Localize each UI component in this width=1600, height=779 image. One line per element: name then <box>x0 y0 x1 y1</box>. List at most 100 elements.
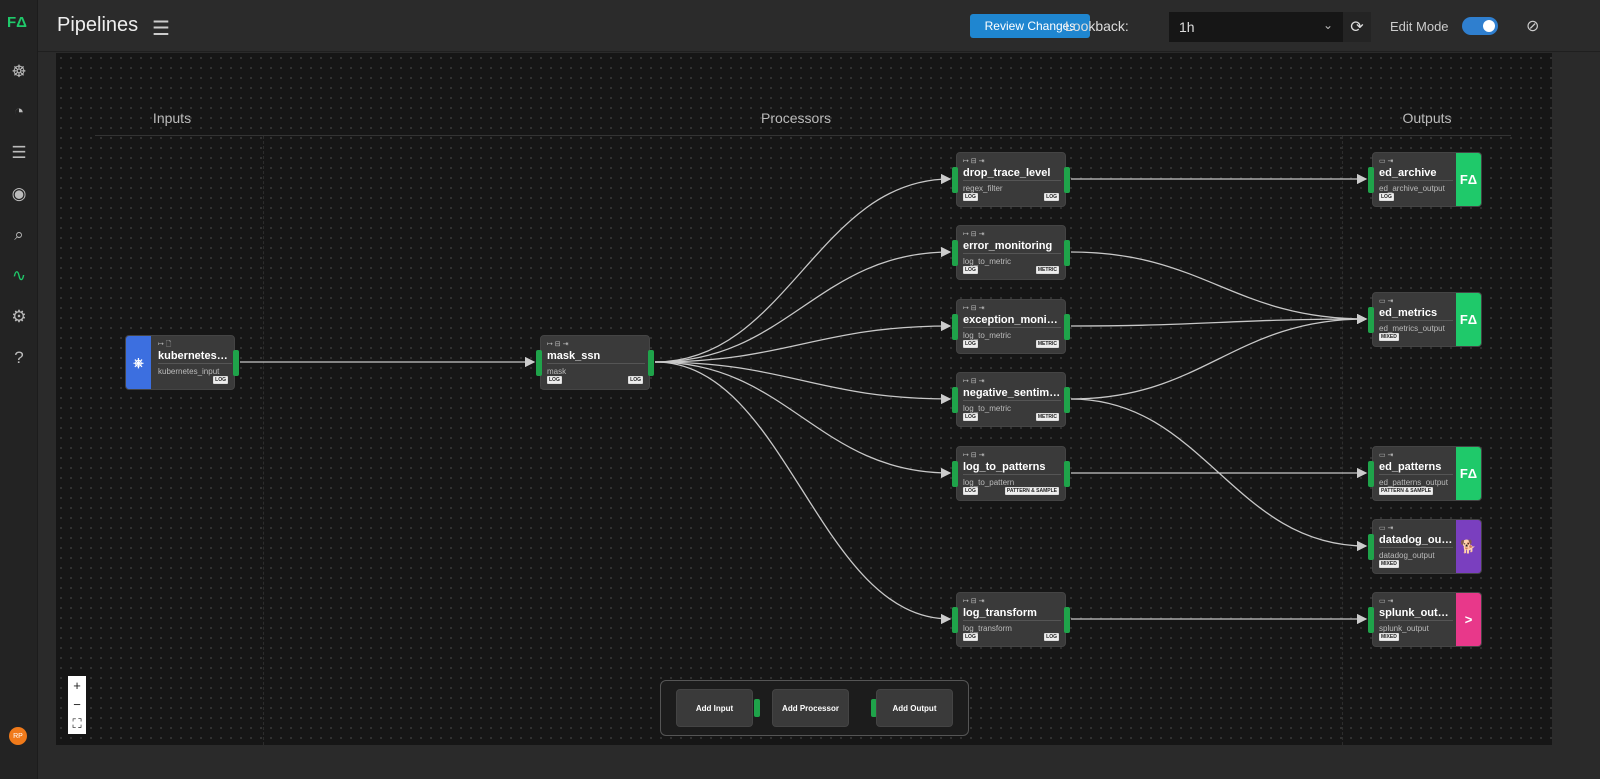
hamburger-menu-icon[interactable]: ☰ <box>152 18 170 40</box>
node-action-icons[interactable]: ↦ ⊟ ⇥ <box>963 305 985 312</box>
add-output-button[interactable]: Add Output <box>876 689 953 727</box>
node-action-icons[interactable]: ↦ ⊟ ⇥ <box>963 158 985 165</box>
avatar[interactable]: RP <box>9 727 27 745</box>
edge-mask_ssn-to-negative_sentiment[interactable] <box>654 361 952 405</box>
node-action-icons[interactable]: ↦ ⊟ ⇥ <box>963 378 985 385</box>
lookback-value: 1h <box>1179 19 1195 35</box>
add-processor-button[interactable]: Add Processor <box>772 689 849 727</box>
node-action-icons[interactable]: ▭ ⇥ <box>1379 158 1394 165</box>
input-port[interactable] <box>952 314 958 340</box>
help-icon[interactable]: ? <box>14 348 24 367</box>
add-toolbar: Add Input Add Processor Add Output <box>660 680 969 736</box>
edge-mask_ssn-to-drop_trace_level[interactable] <box>654 173 952 363</box>
pipelines-icon[interactable]: ∿ <box>11 266 27 285</box>
edge-exception_monitoring-to-ed_metrics[interactable] <box>1070 313 1368 327</box>
output-port[interactable] <box>1064 240 1070 266</box>
edge-mask_ssn-to-log_transform[interactable] <box>654 361 952 625</box>
node-type: log_to_metric <box>963 404 1012 413</box>
output-type-badge: METRIC <box>1035 340 1059 348</box>
input-port[interactable] <box>1368 167 1374 193</box>
input-type-badge: LOG <box>963 633 978 641</box>
list-icon[interactable]: ☰ <box>11 143 27 162</box>
zoom-in-button[interactable]: + <box>73 678 81 693</box>
search-pulse-icon[interactable]: ⌕ <box>14 225 24 244</box>
helm-icon[interactable]: ☸ <box>11 62 27 81</box>
output-type-badge: METRIC <box>1035 413 1059 421</box>
node-name: kubernetes_l... <box>158 350 232 364</box>
edit-mode-label: Edit Mode <box>1390 19 1449 34</box>
output-port[interactable] <box>1064 167 1070 193</box>
edge-mask_ssn-to-log_to_patterns[interactable] <box>654 361 952 479</box>
port <box>754 699 760 717</box>
input-type-badge: LOG <box>963 413 978 421</box>
output-port[interactable] <box>1064 314 1070 340</box>
settings-gear-icon[interactable]: ⚙ <box>11 307 27 326</box>
pipeline-canvas[interactable]: Inputs Processors Outputs ⎈↦ 🗋kubernetes… <box>56 53 1552 745</box>
input-type-badge: LOG <box>1379 193 1394 201</box>
input-port[interactable] <box>1368 307 1374 333</box>
output-port[interactable] <box>233 350 239 376</box>
input-port[interactable] <box>1368 461 1374 487</box>
node-action-icons[interactable]: ▭ ⇥ <box>1379 598 1394 605</box>
node-action-icons[interactable]: ▭ ⇥ <box>1379 298 1394 305</box>
node-action-icons[interactable]: ▭ ⇥ <box>1379 525 1394 532</box>
input-type-badge: LOG <box>547 376 562 384</box>
dashboard-gauge-icon[interactable]: ◔ <box>13 102 25 121</box>
input-port[interactable] <box>952 387 958 413</box>
bar-chart-icon[interactable]: ◉ <box>11 184 27 203</box>
input-type-badge: LOG <box>963 487 978 495</box>
fit-view-button[interactable]: ⛶ <box>72 716 82 731</box>
node-type: log_transform <box>963 624 1012 633</box>
node-action-icons[interactable]: ↦ ⊟ ⇥ <box>963 231 985 238</box>
output-port[interactable] <box>1064 607 1070 633</box>
zoom-out-button[interactable]: − <box>73 697 81 712</box>
eye-off-icon[interactable]: ⊘ <box>1526 18 1540 35</box>
edges-layer <box>240 173 1368 625</box>
review-changes-button[interactable]: Review Changes <box>970 14 1090 38</box>
input-port[interactable] <box>536 350 542 376</box>
node-action-icons[interactable]: ▭ ⇥ <box>1379 452 1394 459</box>
node-action-icons[interactable]: ↦ ⊟ ⇥ <box>963 598 985 605</box>
edge-mask_ssn-to-error_monitoring[interactable] <box>654 246 952 363</box>
refresh-icon[interactable]: ⟳ <box>1343 12 1371 42</box>
edit-mode-toggle[interactable] <box>1462 17 1498 35</box>
output-port[interactable] <box>1064 461 1070 487</box>
node-type: mask <box>547 367 567 376</box>
add-input-button[interactable]: Add Input <box>676 689 753 727</box>
output-port[interactable] <box>648 350 654 376</box>
lookback-select[interactable]: 1h⌄ <box>1169 12 1343 42</box>
node-action-icons[interactable]: ↦ ⊟ ⇥ <box>963 452 985 459</box>
node-type: splunk_output <box>1379 624 1429 633</box>
input-port[interactable] <box>1368 607 1374 633</box>
node-type: regex_filter <box>963 184 1003 193</box>
input-port[interactable] <box>952 607 958 633</box>
edge-error_monitoring-to-ed_metrics[interactable] <box>1070 251 1368 325</box>
edge-negative_sentiment-to-ed_metrics[interactable] <box>1070 313 1368 400</box>
input-port[interactable] <box>952 461 958 487</box>
input-port[interactable] <box>952 167 958 193</box>
output-port[interactable] <box>1064 387 1070 413</box>
header: Pipelines ☰ Review Changes Lookback: 1h⌄… <box>38 0 1600 52</box>
edge-mask_ssn-to-exception_monitoring[interactable] <box>654 320 952 363</box>
node-type: log_to_metric <box>963 257 1012 266</box>
port <box>871 699 877 717</box>
output-type-badge: LOG <box>213 376 228 384</box>
node-action-icons[interactable]: ↦ ⊟ ⇥ <box>547 341 569 348</box>
column-header-inputs: Inputs <box>152 110 192 126</box>
input-port[interactable] <box>952 240 958 266</box>
input-port[interactable] <box>1368 534 1374 560</box>
node-action-icons[interactable]: ↦ 🗋 <box>158 341 172 348</box>
